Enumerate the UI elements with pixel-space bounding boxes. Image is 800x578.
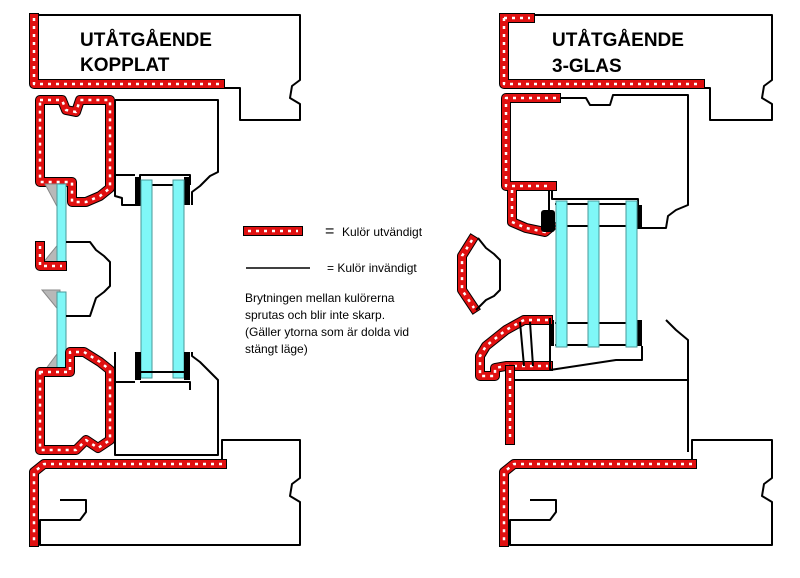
- legend-exterior-equals: =: [325, 223, 334, 240]
- right-top-frame-outline: [530, 14, 773, 121]
- left-title-line1: UTÅTGÅENDE: [80, 30, 212, 51]
- legend-exterior-label: Kulör utvändigt: [342, 225, 423, 239]
- left-gasket-top-inner: [184, 177, 190, 205]
- left-bottom-frame-outline: [39, 439, 301, 546]
- right-knob-outline: [475, 237, 501, 311]
- left-gasket-bottom-outer: [135, 352, 141, 380]
- right-bottom-frame-exterior: [504, 370, 692, 542]
- left-inner-pane-1: [140, 179, 153, 379]
- right-pane-2: [587, 200, 600, 348]
- left-outer-pane-lower: [56, 291, 67, 373]
- left-gasket-top-outer: [135, 177, 141, 205]
- right-bottom-frame-outline: [509, 439, 773, 546]
- legend-note-line-3: (Gäller ytorna som är dolda vid: [245, 325, 409, 339]
- legend-note-line-2: sprutas och blir inte skarp.: [245, 308, 385, 322]
- left-outer-pane-upper: [56, 183, 67, 265]
- right-pane-1: [555, 200, 568, 348]
- left-inner-pane-2: [172, 179, 185, 379]
- right-gasket-outer-bottom: [549, 320, 554, 346]
- right-gasket-outer-top: [541, 210, 555, 232]
- right-gasket-inner-bottom: [637, 320, 642, 346]
- left-title-line2: KOPPLAT: [80, 55, 170, 76]
- right-title-line1: UTÅTGÅENDE: [552, 30, 684, 51]
- left-top-frame-outline: [32, 14, 301, 121]
- left-drawing-kopplat: UTÅTGÅENDE KOPPLAT: [32, 14, 301, 546]
- right-knob-exterior: [462, 240, 474, 308]
- right-lower-sash-outline: [519, 318, 689, 452]
- left-inner-sash-bottom: [114, 352, 219, 456]
- left-gasket-bottom-inner: [184, 352, 190, 380]
- legend-note-line-4: stängt läge): [245, 342, 308, 356]
- legend-note-line-1: Brytningen mellan kulörerna: [245, 291, 395, 305]
- left-inner-sash-top: [114, 99, 219, 205]
- right-drawing-3-glas: UTÅTGÅENDE 3-GLAS: [462, 14, 773, 546]
- right-gasket-inner-top: [637, 205, 642, 229]
- legend-interior-label: = Kulör invändigt: [327, 261, 417, 275]
- legend: = Kulör utvändigt = Kulör invändigt Bryt…: [245, 223, 423, 356]
- right-sash-outline: [512, 94, 689, 230]
- right-title-line2: 3-GLAS: [552, 56, 622, 77]
- left-bottom-frame-exterior: [34, 464, 222, 542]
- left-knob-outline: [66, 241, 111, 317]
- right-pane-3: [625, 200, 638, 348]
